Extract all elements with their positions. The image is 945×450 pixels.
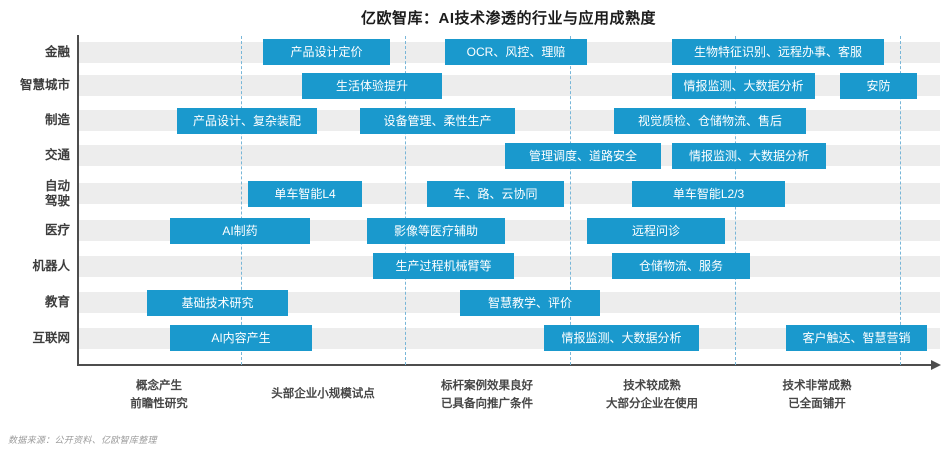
row-label-0: 金融 — [44, 44, 70, 59]
row-label-2: 制造 — [44, 113, 70, 127]
row-label-1: 智慧城市 — [19, 78, 70, 92]
task-box: 设备管理、柔性生产 — [360, 107, 515, 134]
stage-label: 头部企业小规模试点 — [271, 388, 375, 401]
task-box: OCR、风控、理赔 — [445, 39, 587, 65]
task-box: AI内容产生 — [170, 325, 312, 351]
y-axis-line — [77, 35, 79, 366]
stage-divider — [405, 36, 406, 365]
task-box: 基础技术研究 — [147, 289, 288, 316]
task-box: 影像等医疗辅助 — [367, 217, 505, 244]
task-box: 视觉质检、仓储物流、售后 — [614, 107, 806, 134]
stage-label: 概念产生 前瞻性研究 — [130, 380, 188, 410]
x-axis-arrow-icon — [931, 360, 941, 370]
task-box: 管理调度、道路安全 — [505, 142, 661, 169]
task-box: 仓储物流、服务 — [612, 253, 750, 279]
x-axis-line — [77, 364, 933, 366]
row-label-7: 教育 — [44, 295, 70, 309]
data-source-note: 数据来源：公开资料、亿欧智库整理 — [8, 435, 157, 445]
stage-divider — [570, 36, 571, 365]
task-box: AI制药 — [170, 217, 310, 244]
task-box: 远程问诊 — [587, 217, 725, 244]
task-box: 情报监测、大数据分析 — [544, 325, 699, 351]
stage-divider — [241, 36, 242, 365]
stage-label: 技术非常成熟 已全面铺开 — [782, 380, 852, 410]
task-box: 产品设计定价 — [263, 39, 390, 65]
task-box: 单车智能L4 — [248, 180, 362, 207]
task-box: 情报监测、大数据分析 — [672, 142, 826, 169]
row-label-6: 机器人 — [32, 258, 70, 273]
row-label-4: 自动 驾驶 — [44, 178, 70, 208]
stage-label: 技术较成熟 大部分企业在使用 — [606, 380, 698, 410]
page-title: 亿欧智库：AI技术渗透的行业与应用成熟度 — [360, 10, 656, 27]
stage-label: 标杆案例效果良好 已具备向推广条件 — [441, 380, 533, 410]
task-box: 车、路、云协同 — [427, 180, 564, 207]
task-box: 生活体验提升 — [302, 72, 442, 99]
task-box: 单车智能L2/3 — [632, 180, 785, 207]
task-box: 产品设计、复杂装配 — [177, 107, 317, 134]
task-box: 安防 — [840, 72, 917, 99]
row-label-8: 互联网 — [32, 330, 70, 345]
row-label-3: 交通 — [44, 148, 70, 162]
task-box: 情报监测、大数据分析 — [672, 72, 815, 99]
row-label-5: 医疗 — [44, 223, 70, 237]
task-box: 生物特征识别、远程办事、客服 — [672, 39, 884, 65]
stage-divider — [900, 36, 901, 365]
task-box: 生产过程机械臂等 — [373, 253, 514, 279]
task-box: 客户触达、智慧营销 — [786, 325, 927, 351]
task-box: 智慧教学、评价 — [460, 289, 600, 316]
